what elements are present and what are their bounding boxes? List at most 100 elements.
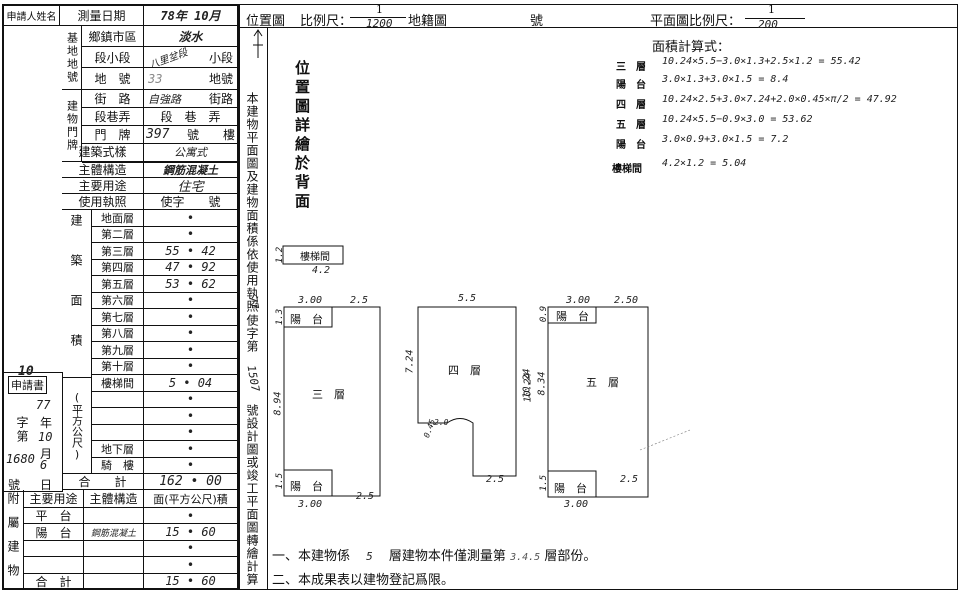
structure-value: 鋼筋混凝土: [144, 162, 238, 178]
floor-label: [92, 408, 144, 425]
scale-numerator: 1: [376, 3, 383, 16]
attach-area: •: [144, 540, 238, 558]
p3-top-a: 3.00: [298, 295, 323, 306]
floor-area-value: •: [144, 391, 238, 408]
p5-top-b: 2.50: [614, 295, 639, 306]
p5-balcony-top-label: 陽 台: [556, 310, 589, 323]
floor-area-value: •: [144, 424, 238, 441]
p5-top-a: 3.00: [566, 295, 591, 306]
road-value: 自強路: [148, 92, 181, 106]
lot-suffix: 地號: [208, 72, 233, 86]
license-year: 77: [246, 294, 262, 311]
application-num-label: 號: [8, 478, 21, 492]
p3-side-bottom: 1.5: [275, 472, 286, 490]
section-label: 段小段: [82, 47, 144, 68]
area-calc-formula: 10.24×5.5−3.0×1.3+2.5×1.2 = 55.42: [662, 56, 861, 67]
floor-label: 樓梯間: [92, 375, 144, 392]
plan-scale-fraction-bar: [745, 18, 805, 19]
attach-area: 15 • 60: [144, 524, 238, 541]
vertical-note-top: 本建物平面圖及建物面積係依使用執照: [245, 92, 259, 313]
attach-use: [24, 540, 84, 558]
land-map-label: 地籍圖: [408, 14, 448, 29]
floor-label: 第二層: [92, 226, 144, 243]
application-char-label: 字第: [15, 416, 29, 444]
attach-use: 陽 台: [24, 524, 84, 541]
floor-area-value: •: [144, 292, 238, 309]
usage-value: 住宅: [144, 178, 238, 194]
application-day-label: 日: [40, 478, 53, 492]
applicant-label: 申請人姓名: [4, 6, 60, 26]
attach-struct-header: 主體構造: [84, 490, 144, 508]
floor-area-value: 5 • 04: [144, 375, 238, 392]
application-num: 1680: [6, 452, 35, 466]
p3-left: 8.94: [272, 391, 284, 416]
application-no: 10: [18, 364, 34, 379]
note-1-c: 層部份。: [544, 549, 597, 564]
p3-label: 三 層: [312, 388, 345, 401]
application-label: 申請書: [8, 376, 47, 394]
p3-bottom-b: 2.5: [356, 491, 375, 502]
structure-label: 主體構造: [62, 162, 144, 178]
note-1-floors: 5: [366, 550, 373, 563]
attach-area: •: [144, 557, 238, 574]
sketch-mark: [639, 429, 691, 451]
p3-side-top: 1.3: [275, 308, 286, 326]
section-value: 八里坌段: [148, 47, 190, 68]
lot-value-cell: 33 地號: [144, 68, 238, 90]
style-value: 公寓式: [144, 142, 238, 162]
door-value: 397: [146, 127, 170, 142]
application-year: 77: [36, 398, 51, 412]
area-calc-formula: 3.0×0.9+3.0×1.5 = 7.2: [662, 134, 789, 145]
attach-struct: [84, 540, 144, 558]
lot-label: 地 號: [82, 68, 144, 90]
district-label: 鄉鎮市區: [82, 26, 144, 47]
road-suffix: 街路: [208, 92, 233, 106]
floor-label: 第三層: [92, 243, 144, 260]
scale-fraction-bar: [350, 17, 406, 18]
number-label: 號: [530, 14, 544, 29]
area-calc-label: 陽 台: [616, 80, 646, 91]
attach-use: [24, 557, 84, 574]
plan-scale-label: 平面圖比例尺：: [650, 14, 742, 29]
district-value: 淡水: [144, 26, 238, 47]
floor-group-label: 建築面積: [62, 210, 92, 378]
scale-label: 比例尺：: [300, 14, 353, 29]
floor-label: [92, 391, 144, 408]
floor-area-value: •: [144, 441, 238, 458]
door-spacer: [82, 144, 238, 163]
floor-label: 第六層: [92, 292, 144, 309]
floor-label: 地下層: [92, 441, 144, 458]
scale-denominator: 1200: [366, 17, 393, 30]
door-label: 門 牌: [82, 126, 144, 144]
floor-area-value: •: [144, 358, 238, 375]
p4-arc: 2.0: [434, 418, 449, 427]
vertical-divider: [267, 28, 268, 589]
area-calc-formula: 3.0×1.3+3.0×1.5 = 8.4: [662, 74, 789, 85]
attach-struct: 鋼筋混凝土: [84, 524, 144, 541]
vertical-note-mid: 使字第: [245, 314, 259, 353]
unit-label: (平方公尺): [62, 378, 92, 474]
license-label: 使用執照: [62, 194, 144, 210]
base-group-label: 基地地號: [62, 26, 82, 90]
floor-label: 第四層: [92, 259, 144, 276]
door-value-cell: 397 號 樓: [144, 126, 238, 144]
floor-area-value: 53 • 62: [144, 276, 238, 293]
survey-date-value: 78年 10月: [144, 6, 238, 26]
floor-label: 第五層: [92, 276, 144, 293]
header-underline: [240, 27, 958, 28]
p4-left: 7.24: [404, 349, 416, 374]
total-value: 162 • 00: [144, 474, 238, 490]
floor-label: 第七層: [92, 309, 144, 326]
area-calc-formula: 4.2×1.2 = 5.04: [662, 158, 747, 169]
outer-top: [240, 4, 958, 5]
area-calc-title: 面積計算式：: [652, 40, 731, 55]
survey-date-label: 測量日期: [60, 6, 144, 26]
p5-bottom-a: 3.00: [564, 499, 589, 510]
location-map-label: 位置圖: [246, 14, 286, 29]
application-month: 10: [38, 430, 53, 444]
p3-bottom-a: 3.00: [298, 499, 323, 510]
area-calc-formula: 10.24×2.5+3.0×7.24+2.0×0.45×π/2 = 47.92: [662, 94, 897, 105]
floor-label: 騎 樓: [92, 457, 144, 474]
p4-outline: [417, 306, 517, 477]
stair-width: 4.2: [312, 265, 331, 276]
